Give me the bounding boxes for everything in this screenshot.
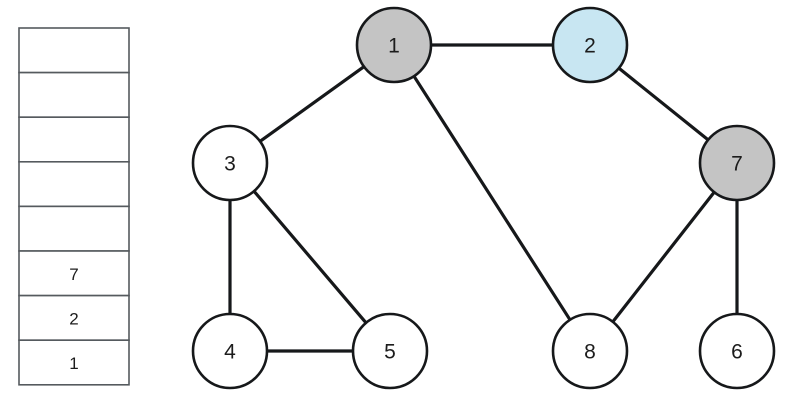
stack-cell[interactable] [18, 161, 130, 208]
stack-cell[interactable] [18, 250, 130, 297]
graph-node-label: 6 [731, 341, 743, 364]
graph-node[interactable] [698, 312, 776, 390]
graph-node-label: 3 [224, 153, 236, 176]
graph-node[interactable] [191, 124, 269, 202]
graph-node-label: 4 [224, 341, 236, 364]
graph-edge [411, 73, 573, 323]
graph-edge [257, 64, 367, 144]
graph-node[interactable] [551, 312, 629, 390]
stack-cell[interactable] [18, 294, 130, 342]
graph-node[interactable] [698, 124, 776, 202]
stack-cell[interactable] [18, 27, 130, 74]
stack-cell[interactable] [18, 116, 130, 163]
graph-nodes: 1 2 3 7 4 5 8 6 [191, 6, 776, 390]
graph-node-label: 7 [731, 153, 743, 176]
stack-container: 7 2 1 [18, 27, 130, 386]
stack-cell[interactable] [18, 205, 130, 252]
stack-cell-value: 2 [69, 309, 78, 328]
graph-node[interactable] [191, 312, 269, 390]
graph-edges [228, 43, 739, 353]
stack-cell[interactable] [18, 71, 130, 118]
graph-edge [616, 65, 711, 143]
graph-node[interactable] [551, 6, 629, 84]
graph-edge [610, 189, 717, 325]
stack-cell-value: 7 [69, 265, 78, 284]
graph-node[interactable] [351, 312, 429, 390]
graph-edge [251, 188, 369, 326]
graph-node-label: 1 [388, 35, 400, 58]
graph-node[interactable] [355, 6, 433, 84]
graph-node-label: 8 [584, 341, 596, 364]
stack-cell-value: 1 [69, 354, 78, 373]
graph-node-label: 2 [584, 35, 596, 58]
stack-cell[interactable] [18, 339, 130, 386]
graph-node-label: 5 [384, 341, 396, 364]
